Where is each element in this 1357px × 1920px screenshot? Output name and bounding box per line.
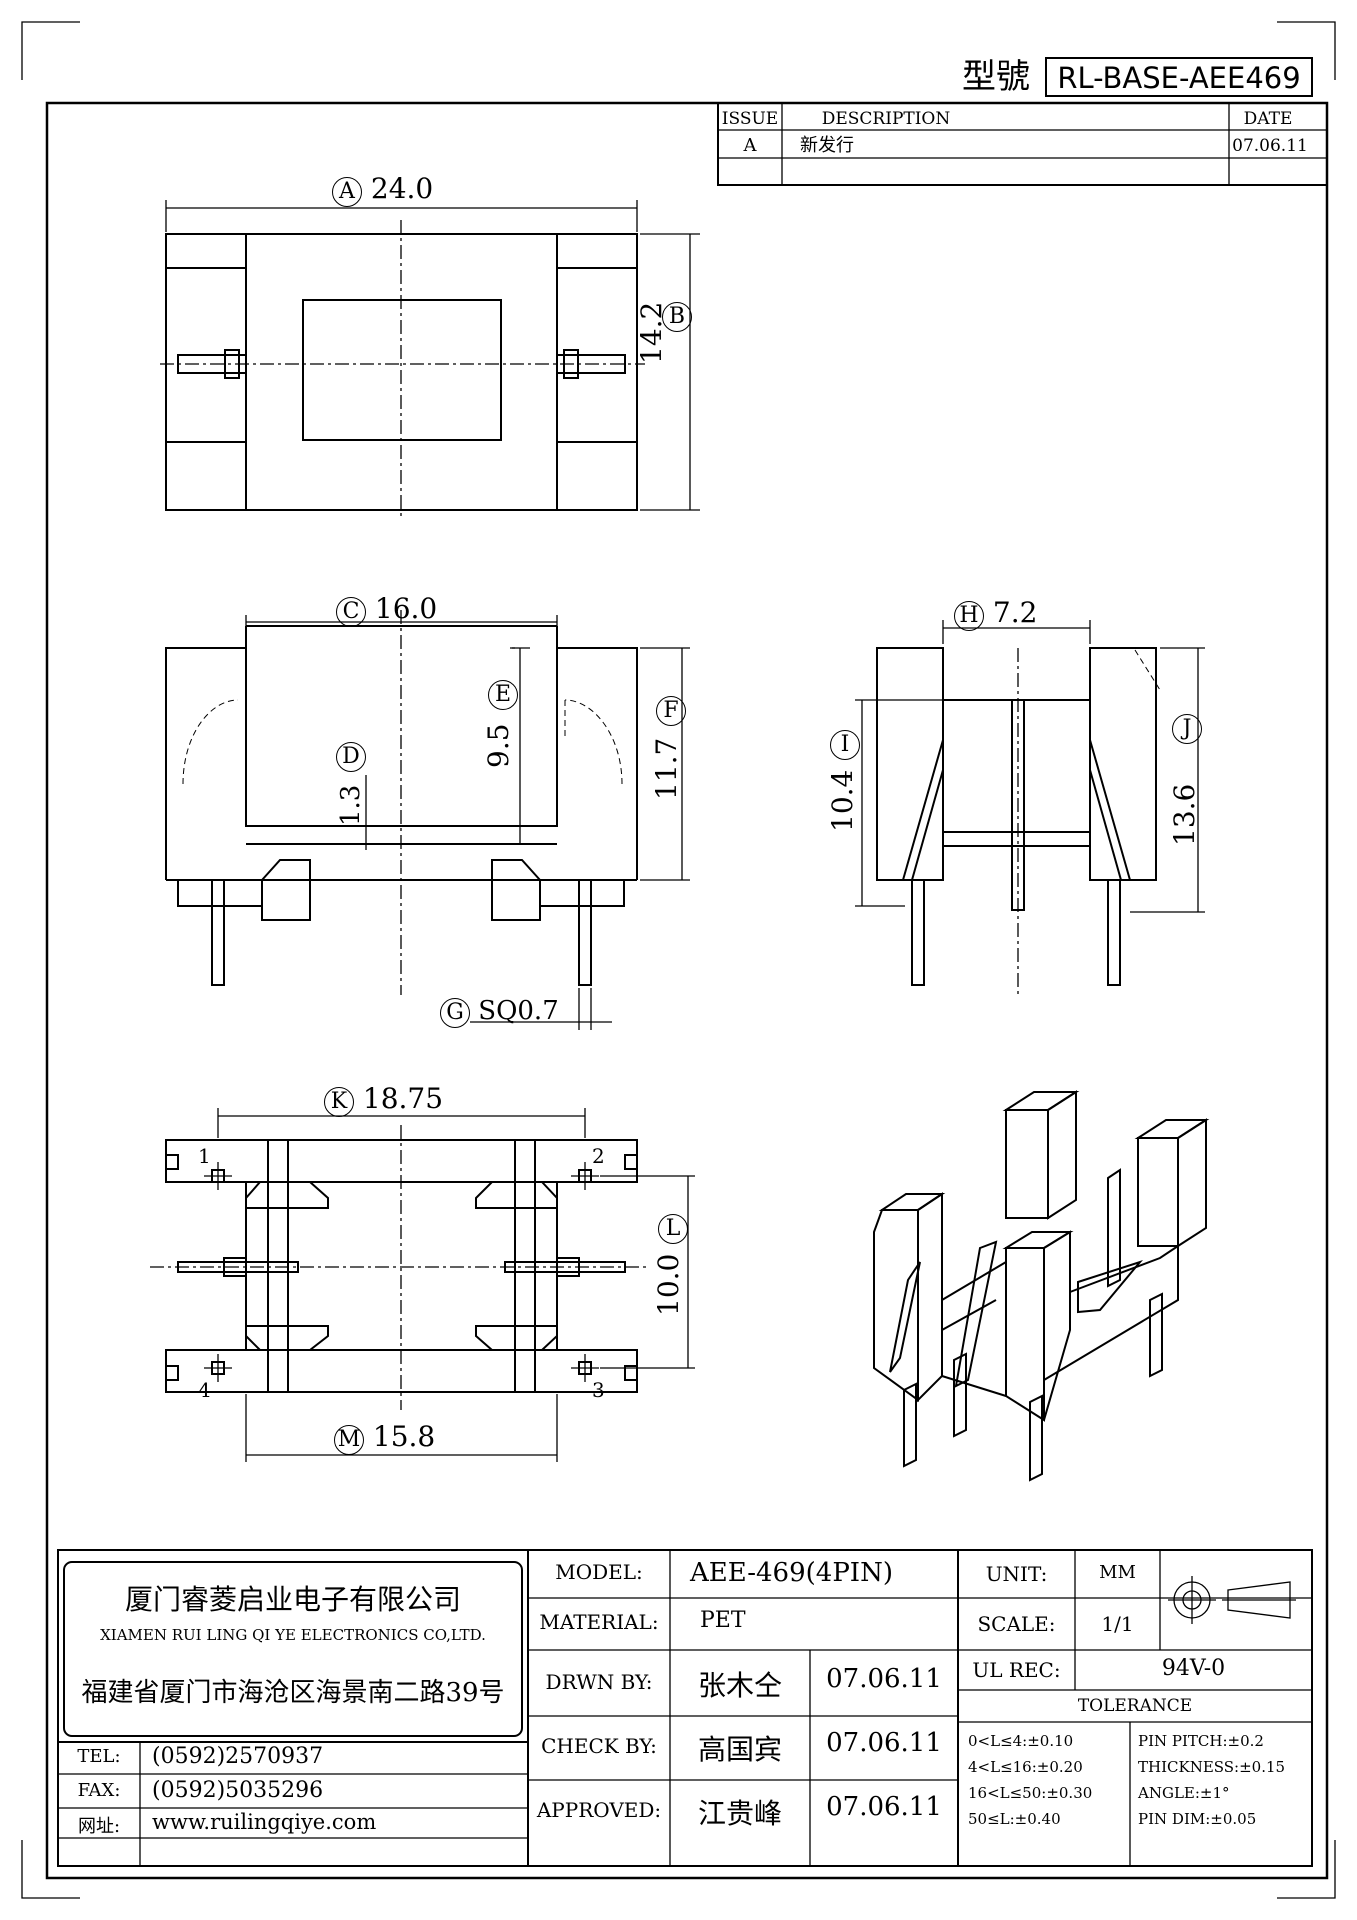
approved-label: APPROVED: [536,1798,662,1822]
dimension-A-letter: A [332,177,362,207]
side-view [855,620,1205,995]
contact-web-value: www.ruilingqiye.com [152,1810,377,1834]
model-header: 型號 RL-BASE-AEE469 [962,57,1313,97]
ul-label: UL REC: [972,1658,1061,1682]
dimension-M-letter: M [334,1425,364,1455]
approved-name: 江贵峰 [697,1797,782,1830]
unit-value: MM [1099,1562,1136,1583]
dimension-K-value: 18.75 [362,1082,444,1115]
dimension-H-letter: H [954,601,984,631]
unit-label: UNIT: [985,1562,1048,1586]
dimension-C-letter: C [336,597,366,627]
isometric-view [873,1090,1210,1482]
tolerance-right-0: PIN PITCH:±0.2 [1138,1732,1264,1750]
dimension-C-value: 16.0 [374,592,438,625]
dimension-F-letter: F [656,696,686,726]
dimension-G: G SQ0.7 [440,996,559,1028]
scale-value: 1/1 [1101,1612,1134,1636]
drawn-label: DRWN BY: [545,1670,653,1694]
dimension-D-letter: D [336,742,366,772]
drawing-frame [45,101,1329,1880]
dimension-J-letter: J [1172,714,1202,744]
revision-table: ISSUE DESCRIPTION DATE A 新发行 07.06.11 [717,102,1328,186]
dimension-M-value: 15.8 [372,1420,436,1453]
tolerance-left-1: 4<L≤16:±0.20 [968,1758,1083,1776]
drawn-name: 张木仝 [697,1669,782,1702]
dimension-C: C 16.0 [336,592,437,627]
dimension-L-letter: L [658,1214,688,1244]
tolerance-right-3: PIN DIM:±0.05 [1138,1810,1257,1828]
pin-number-1: 1 [198,1144,211,1168]
model-header-label: 型號 [962,57,1030,97]
contact-web-label: 网址: [77,1816,121,1837]
dimension-L-value: 10.0 [652,1253,685,1316]
pin-number-3: 3 [592,1378,605,1402]
material-label: MATERIAL: [539,1610,659,1634]
tolerance-label: TOLERANCE [1077,1696,1193,1716]
crop-marks [21,21,1336,1899]
pin-number-4: 4 [198,1378,211,1402]
check-label: CHECK BY: [541,1734,657,1758]
dimension-H-value: 7.2 [992,596,1038,629]
tolerance-right-list: PIN PITCH:±0.2 THICKNESS:±0.15 ANGLE:±1°… [1138,1728,1285,1832]
tolerance-left-3: 50≤L:±0.40 [968,1810,1061,1828]
dimension-E-value: 9.5 [482,723,515,768]
check-date: 07.06.11 [826,1728,942,1758]
ul-value: 94V-0 [1161,1656,1226,1681]
company-name-en: XIAMEN RUI LING QI YE ELECTRONICS CO,LTD… [100,1626,486,1644]
dimension-G-letter: G [440,998,470,1028]
dimension-I-letter: I [830,730,860,760]
revision-header-description: DESCRIPTION [822,109,951,129]
contact-fax-value: (0592)5035296 [152,1778,324,1803]
approved-date: 07.06.11 [826,1792,942,1822]
dimension-B: B [662,302,692,332]
dimension-B-value: 14.2 [635,301,668,364]
bottom-view [150,1108,695,1462]
dimension-K-letter: K [324,1087,354,1117]
model-header-code: RL-BASE-AEE469 [1057,61,1300,95]
dimension-K: K 18.75 [324,1082,443,1117]
dimension-F-value: 11.7 [650,737,683,800]
dimension-A: A 24.0 [332,172,433,207]
pin-number-2: 2 [592,1144,605,1168]
material-value: PET [700,1608,746,1633]
scale-label: SCALE: [977,1612,1056,1636]
tolerance-right-1: THICKNESS:±0.15 [1138,1758,1286,1776]
company-name-cn: 厦门睿菱启业电子有限公司 [124,1583,461,1616]
model-value: AEE-469(4PIN) [690,1558,893,1588]
tolerance-left-0: 0<L≤4:±0.10 [968,1732,1074,1750]
top-view [160,200,700,520]
drawn-date: 07.06.11 [826,1664,942,1694]
dimension-E-letter: E [488,680,518,710]
company-address: 福建省厦门市海沧区海景南二路39号 [81,1678,505,1708]
check-name: 高国宾 [697,1733,782,1766]
dimension-M: M 15.8 [334,1420,435,1455]
contact-tel-value: (0592)2570937 [152,1744,324,1769]
tolerance-left-list: 0<L≤4:±0.10 4<L≤16:±0.20 16<L≤50:±0.30 5… [968,1728,1092,1832]
contact-fax-label: FAX: [77,1780,121,1801]
contact-tel-label: TEL: [77,1746,121,1767]
dimension-J-value: 13.6 [1168,783,1201,846]
tolerance-right-2: ANGLE:±1° [1138,1784,1230,1802]
dimension-B-letter: B [662,302,692,332]
revision-header-issue: ISSUE [722,109,778,129]
front-view [165,610,690,1030]
tolerance-left-2: 16<L≤50:±0.30 [968,1784,1093,1802]
title-block [57,1549,1313,1867]
revision-header-date: DATE [1244,109,1293,129]
dimension-A-value: 24.0 [370,172,434,205]
dimension-H: H 7.2 [954,596,1037,631]
dimension-I-value: 10.4 [826,769,859,832]
model-label: MODEL: [555,1560,643,1584]
revision-issue: A [743,135,758,156]
revision-description: 新发行 [800,135,854,156]
projection-symbol-icon [1168,1576,1296,1624]
dimension-G-value: SQ0.7 [478,996,559,1026]
dimension-D-value: 1.3 [336,784,366,826]
revision-date: 07.06.11 [1232,136,1308,156]
